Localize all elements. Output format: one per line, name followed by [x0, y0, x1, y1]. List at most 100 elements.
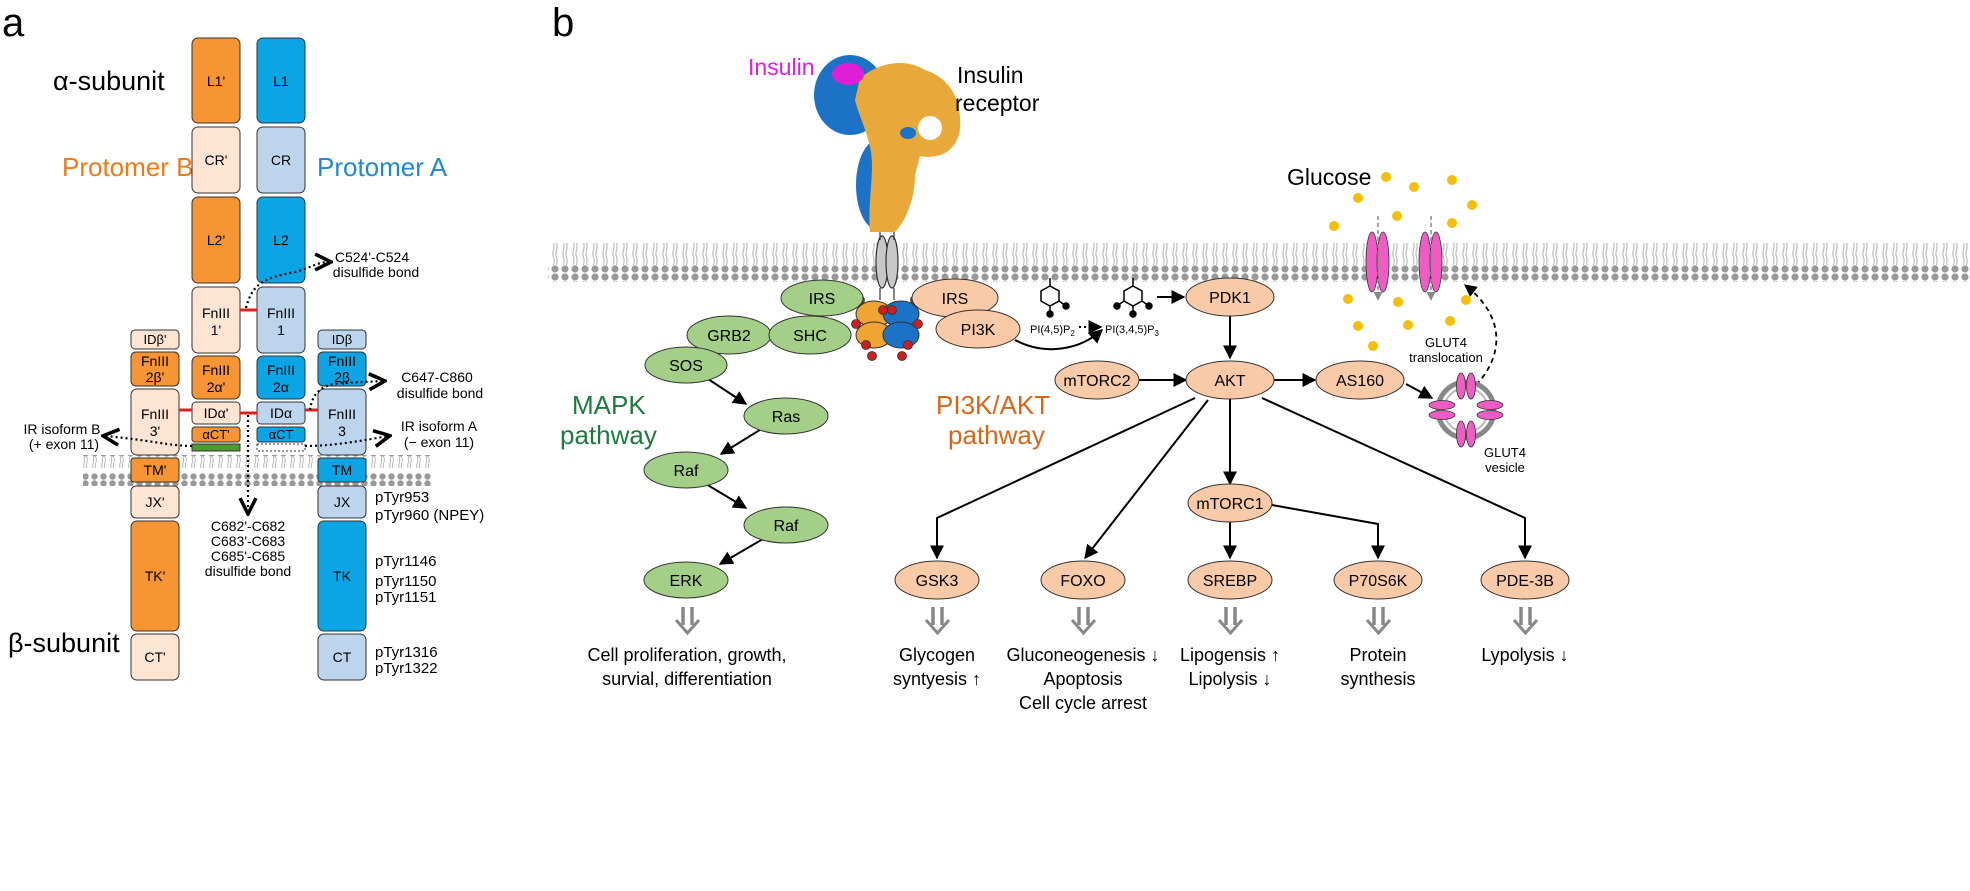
domain-b-act — [191, 426, 241, 443]
outcome-texts: Cell proliferation, growth, survial, dif… — [587, 645, 1568, 713]
membrane-b — [548, 243, 1970, 282]
label-b-tm: TM' — [144, 462, 167, 478]
outcome-arrow-gsk3 — [924, 607, 951, 636]
protomer-b-domains — [130, 37, 241, 681]
panel-label-a: a — [2, 1, 25, 45]
domain-b-idb — [130, 329, 180, 350]
arrow-isoform-b — [105, 436, 193, 448]
label-b-fn2a-l2: 2α' — [207, 379, 226, 395]
protomer-b-label: Protomer B — [62, 152, 194, 182]
domain-b-cr — [191, 126, 241, 194]
label-b-l1: L1' — [207, 73, 225, 89]
isoform-a-l1: IR isoform A — [401, 418, 478, 434]
domain-a-jx — [317, 485, 367, 519]
disulfide-647-l1: C647-C860 — [401, 369, 473, 385]
protomer-a-labels: L1 CR L2 FnIII 1 FnIII 2α IDα αCT IDβ Fn… — [267, 73, 356, 665]
arrow-akt-pde3b — [1261, 397, 1532, 560]
label-a-fn3-l1: FnIII — [328, 406, 356, 422]
node-erk — [643, 561, 729, 599]
node-irs-orange-label: IRS — [942, 291, 969, 308]
node-shc-label: SHC — [793, 328, 827, 345]
domain-a-l2 — [256, 196, 306, 284]
outcome-p70s6k-l1: Protein — [1349, 645, 1406, 665]
receptor-gold-body — [855, 63, 961, 232]
label-b-fn1-l1: FnIII — [202, 305, 230, 321]
glut4-translocation-l1: GLUT4 — [1425, 335, 1467, 350]
domain-a-fn2b — [317, 351, 367, 387]
label-a-jx: JX — [334, 494, 351, 510]
domain-b-l1 — [191, 37, 241, 124]
pi3k-label-l2: pathway — [948, 420, 1045, 450]
domain-a-ct — [317, 633, 367, 681]
receptor-stalk — [879, 232, 895, 240]
mapk-nodes — [643, 279, 864, 599]
arrow-raf1-raf2 — [705, 483, 748, 509]
node-p70s6k-label: P70S6K — [1349, 573, 1408, 590]
domain-b-tk — [130, 520, 180, 632]
outcome-arrow-erk — [674, 607, 701, 636]
domain-b-fn3 — [130, 388, 180, 456]
domain-b-fn2a — [191, 355, 241, 400]
domain-a-l1 — [256, 37, 306, 124]
receptor-kinase-domains — [851, 288, 923, 361]
isoform-b-l2: (+ exon 11) — [29, 436, 99, 452]
disulfide-682-l2: C683'-C683 — [211, 533, 285, 549]
receptor-gold-hole — [918, 116, 942, 140]
kinase-dimer-link — [879, 288, 895, 300]
label-b-fn2b-l2: 2β' — [146, 369, 165, 385]
node-sos — [644, 346, 728, 384]
label-b-jx: JX' — [145, 494, 164, 510]
arrow-as160-vesicle — [1405, 383, 1434, 399]
label-b-fn2b-l1: FnIII — [141, 353, 169, 369]
pip3-label: PI(3,4,5)P3 — [1105, 324, 1160, 338]
node-irs-green — [780, 279, 864, 317]
disulfide-682-l3: C685'-C685 — [211, 548, 285, 564]
domain-a-fn1 — [256, 286, 306, 354]
domain-a-idb — [317, 329, 367, 350]
label-a-fn2b-l2: 2β — [334, 369, 350, 385]
outcome-p70s6k-l2: synthesis — [1340, 669, 1415, 689]
node-ras — [743, 397, 829, 435]
receptor-label-l2: receptor — [955, 90, 1040, 116]
glucose-dots — [1329, 172, 1477, 351]
node-gsk3-label: GSK3 — [916, 573, 959, 590]
glut4-left-b — [1376, 231, 1390, 293]
pi3k-arrows — [930, 290, 1532, 560]
outcome-pde3b-l1: Lypolysis ↓ — [1481, 645, 1568, 665]
node-akt-label: AKT — [1214, 373, 1245, 390]
dotted-arrows-a — [105, 262, 388, 512]
panel-b: Insulin Insulin receptor — [548, 54, 1970, 713]
outcome-arrow-p70s6k — [1365, 607, 1392, 636]
outcome-gsk3-l1: Glycogen — [899, 645, 975, 665]
node-raf1-label: Raf — [674, 463, 699, 480]
isoform-b-l1: IR isoform B — [23, 421, 100, 437]
disulfide-647-l2: disulfide bond — [397, 385, 483, 401]
domain-a-tk — [317, 520, 367, 632]
node-mtorc2-label: mTORC2 — [1063, 373, 1130, 390]
isoform-a-l2: (− exon 11) — [404, 434, 474, 450]
ptyr-960: pTyr960 (NPEY) — [375, 507, 484, 524]
outcome-gsk3-l2: syntyesis ↑ — [893, 669, 981, 689]
domain-b-ct — [130, 633, 180, 681]
outcome-foxo-l1: Gluconeogenesis ↓ — [1006, 645, 1159, 665]
mapk-label-l1: MAPK — [572, 390, 646, 420]
label-a-fn1-l2: 1 — [277, 322, 285, 338]
glut4-right-b — [1429, 231, 1443, 293]
label-a-fn2a-l1: FnIII — [267, 362, 295, 378]
disulfide-bonds — [179, 308, 318, 415]
insulin-label: Insulin — [748, 54, 814, 80]
label-a-ida: IDα — [270, 405, 292, 421]
node-pi3k-label: PI3K — [961, 322, 996, 339]
node-as160 — [1315, 360, 1405, 400]
domain-a-cr — [256, 126, 306, 194]
node-raf1 — [643, 451, 729, 489]
label-b-fn1-l2: 1' — [211, 322, 221, 338]
node-mtorc1-label: mTORC1 — [1196, 496, 1263, 513]
glut4-right-a — [1418, 231, 1432, 293]
outcome-srebp-l1: Lipogensis ↑ — [1180, 645, 1280, 665]
disulfide-682-l1: C682'-C682 — [211, 518, 285, 534]
domain-b-l2 — [191, 196, 241, 284]
domain-b-tm — [130, 457, 180, 483]
ptyr-1316: pTyr1316 — [375, 644, 438, 661]
